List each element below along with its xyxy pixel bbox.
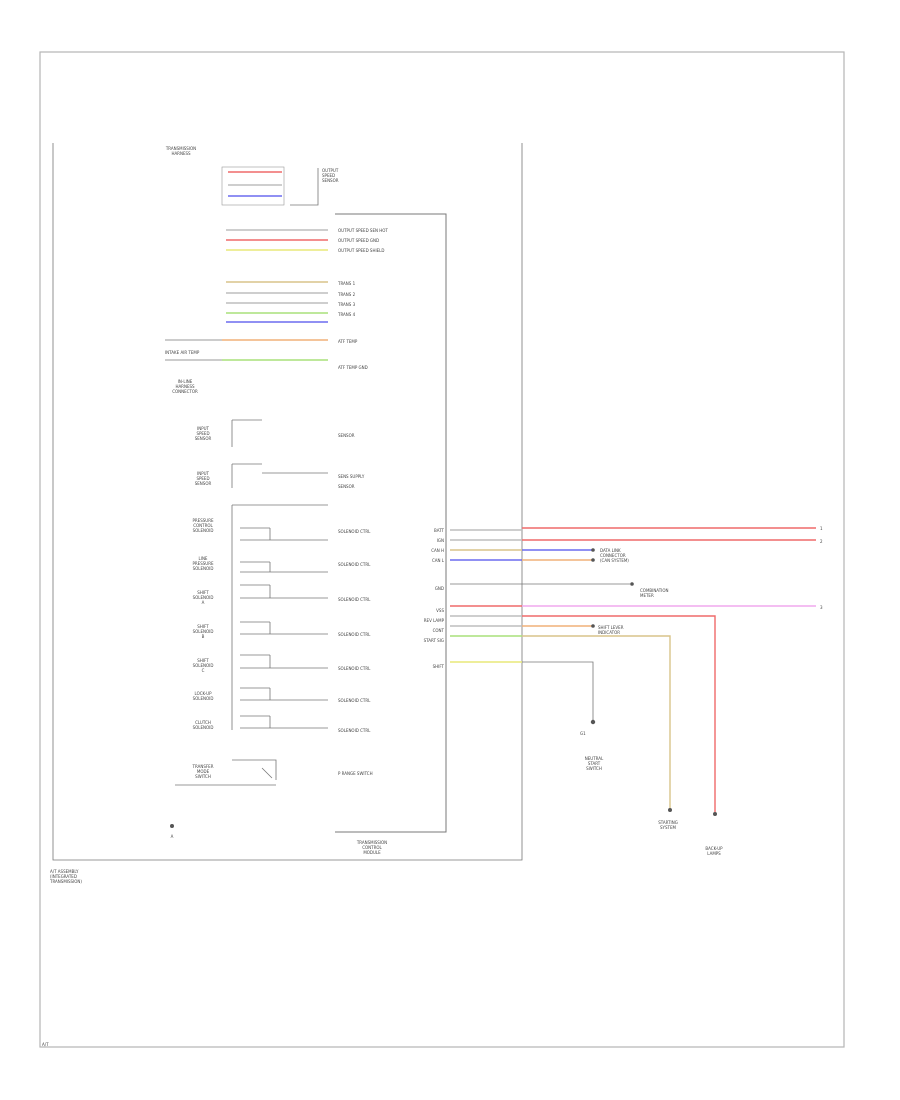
can-node-h — [591, 548, 595, 552]
wire-start-b — [522, 635, 671, 808]
solenoid-1-coil — [240, 527, 328, 541]
solenoid-7-coil — [240, 715, 328, 729]
input-speed-b-bracket — [231, 463, 262, 488]
tcm-pin-labels: BATT IGN CAN H CAN L GND VSS REV LAMP CO… — [424, 528, 445, 669]
output-speed-hot-label: OUTPUT SPEED SEN HOT — [338, 228, 388, 233]
gnd-node — [630, 582, 634, 586]
trans-4-label: TRANS 4 — [337, 312, 356, 317]
output-speed-shield-label: OUTPUT SPEED SHIELD — [338, 248, 385, 253]
dest-3-label: 3 — [820, 605, 823, 610]
range-switch-label: P RANGE SWITCH — [338, 771, 373, 776]
tcm-box — [335, 213, 447, 833]
trans-2-label: TRANS 2 — [337, 292, 356, 297]
sol-ctrl-6-label: SOLENOID CTRL — [338, 698, 371, 703]
pin-can-h-label: CAN H — [431, 548, 444, 553]
pin-can-l-label: CAN L — [432, 558, 445, 563]
dest-1-label: 1 — [820, 526, 823, 531]
solenoid-5-coil — [240, 654, 328, 669]
ground-left-dot — [170, 824, 174, 828]
pin-ign-label: IGN — [437, 538, 444, 543]
pin-cont-label: CONT — [433, 628, 445, 633]
wire-rev-b — [522, 615, 716, 812]
trans-3-label: TRANS 3 — [337, 302, 356, 307]
sensor-a-label: SENSOR — [338, 433, 355, 438]
atf-temp-label: ATF TEMP — [338, 339, 358, 344]
sol-ctrl-7-label: SOLENOID CTRL — [338, 728, 371, 733]
solenoid-6-coil — [240, 687, 328, 701]
outer-frame — [39, 51, 845, 1048]
solenoid-2-coil — [240, 561, 328, 573]
can-node-l — [591, 558, 595, 562]
sol-ctrl-4-label: SOLENOID CTRL — [338, 632, 371, 637]
pin-start-label: START SIG — [424, 638, 444, 643]
pin-rev-label: REV LAMP — [424, 618, 445, 623]
pin-gnd-label: GND — [435, 586, 444, 591]
pin-vss-label: VSS — [436, 608, 444, 613]
pin-batt-label: BATT — [434, 528, 445, 533]
sol-ctrl-3-label: SOLENOID CTRL — [338, 597, 371, 602]
trans-1-label: TRANS 1 — [337, 281, 356, 286]
footer-code: A/T — [42, 1042, 49, 1047]
atf-gnd-label: ATF TEMP GND — [338, 365, 368, 370]
sensor-b-label: SENSOR — [338, 484, 355, 489]
output-speed-gnd-label: OUTPUT SPEED GND — [338, 238, 379, 243]
cont-node — [591, 624, 595, 628]
solenoid-4-coil — [240, 621, 328, 635]
sol-ctrl-5-label: SOLENOID CTRL — [338, 666, 371, 671]
sol-ctrl-1-label: SOLENOID CTRL — [338, 529, 371, 534]
ground-g1-dot — [590, 719, 596, 725]
ground-left-label: A — [171, 834, 174, 839]
output-speed-sensor-body — [221, 166, 285, 206]
pin-shift-label: SHIFT — [433, 664, 445, 669]
sol-ctrl-2-label: SOLENOID CTRL — [338, 562, 371, 567]
oss-lead — [290, 168, 319, 206]
ground-g1-label: G1 — [580, 731, 586, 736]
tcm-output-wires — [450, 527, 816, 812]
park-switch-symbol — [232, 759, 277, 780]
starting-system-dot — [668, 808, 672, 812]
wire-shift-b — [522, 661, 594, 720]
solenoid-3-coil — [240, 584, 328, 599]
backup-lamps-dot — [713, 812, 717, 816]
at-assembly-boundary — [52, 143, 523, 861]
intake-air-temp-label: INTAKE AIR TEMP — [165, 350, 200, 355]
dest-2-label: 2 — [820, 539, 823, 544]
sens-supply-label: SENS SUPPLY — [338, 474, 365, 479]
